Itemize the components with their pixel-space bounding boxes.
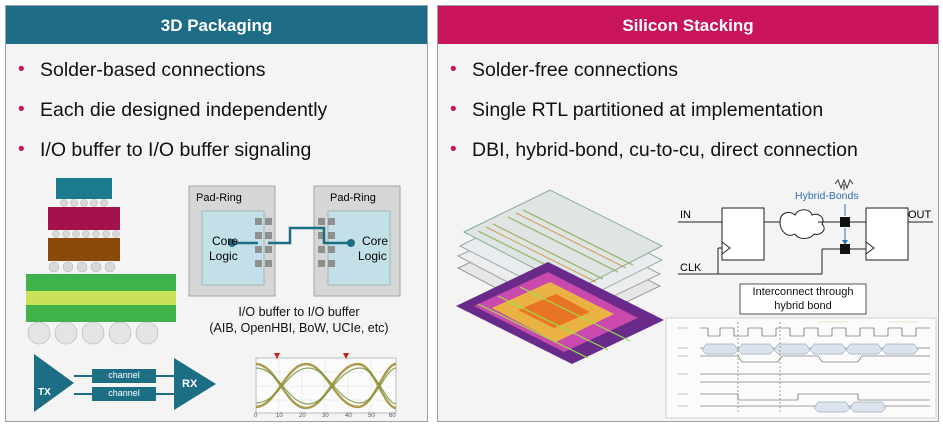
panel-silicon-stacking: Silicon Stacking Solder-free connections… xyxy=(437,5,939,422)
stacking-illustrations xyxy=(456,178,937,419)
hybrid-bond-1 xyxy=(840,217,850,227)
eye-tick-label: 20 xyxy=(299,413,306,419)
rx-label: RX xyxy=(182,378,198,390)
timing-diagram xyxy=(665,317,937,419)
eye-diagram xyxy=(255,353,397,414)
logic-label: Logic xyxy=(358,249,387,263)
interconnect-caption: Interconnect through xyxy=(752,286,854,298)
interconnect-callout-box xyxy=(739,283,867,315)
bottom-die xyxy=(48,238,120,261)
padring-left xyxy=(188,185,276,297)
middle-die xyxy=(48,207,120,230)
bullet-item: DBI, hybrid-bond, cu-to-cu, direct conne… xyxy=(438,136,858,176)
eye-tick-label: 60 xyxy=(389,413,396,419)
channel-label: channel xyxy=(108,388,140,398)
bullet-list: Solder-free connections Single RTL parti… xyxy=(438,56,858,176)
micro-bumps-2 xyxy=(52,230,120,238)
eye-tick-label: 30 xyxy=(322,413,329,419)
panel-title: 3D Packaging xyxy=(6,6,427,44)
tx-rx-diagram xyxy=(34,354,216,412)
bullet-item: Solder-based connections xyxy=(6,56,327,96)
core-label: Core xyxy=(362,234,389,248)
out-label: OUT xyxy=(908,209,932,221)
substrate-band xyxy=(26,291,176,305)
padring-right xyxy=(313,185,401,297)
channel-label: channel xyxy=(108,370,140,380)
stacked-die-illustration xyxy=(456,189,664,364)
eye-tick-label: 0 xyxy=(254,413,258,419)
micro-bumps-1 xyxy=(60,199,108,207)
package-stack-illustration xyxy=(26,178,176,345)
io-connection xyxy=(268,226,351,245)
clk-label: CLK xyxy=(680,262,702,274)
solder-balls xyxy=(27,321,159,345)
bullet-item: Single RTL partitioned at implementation xyxy=(438,96,858,136)
bullet-item: Solder-free connections xyxy=(438,56,858,96)
bullet-item: Each die designed independently xyxy=(6,96,327,136)
interconnect-caption-sub: hybrid bond xyxy=(774,300,832,312)
panel-3d-packaging: 3D Packaging Solder-based connections Ea… xyxy=(5,5,428,422)
top-die xyxy=(56,178,112,199)
bullet-item: I/O buffer to I/O buffer signaling xyxy=(6,136,327,176)
packaging-illustrations xyxy=(26,178,401,414)
bullet-list: Solder-based connections Each die design… xyxy=(6,56,327,176)
flipflop-circuit xyxy=(678,178,933,275)
padring-label: Pad-Ring xyxy=(196,192,242,204)
tx-label: TX xyxy=(38,387,51,398)
eye-tick-label: 50 xyxy=(368,413,375,419)
logic-label: Logic xyxy=(209,249,238,263)
hybrid-bonds-label: Hybrid-Bonds xyxy=(795,190,859,202)
hybrid-bond-2 xyxy=(840,244,850,254)
micro-bumps-3 xyxy=(48,261,116,273)
io-caption: I/O buffer to I/O buffer xyxy=(238,305,360,319)
padring-label: Pad-Ring xyxy=(330,192,376,204)
eye-tick-label: 40 xyxy=(345,413,352,419)
core-label: Core xyxy=(212,234,239,248)
io-caption-protocols: (AIB, OpenHBI, BoW, UCIe, etc) xyxy=(209,321,389,335)
panel-title: Silicon Stacking xyxy=(438,6,938,44)
in-label: IN xyxy=(680,209,691,221)
eye-tick-label: 10 xyxy=(276,413,283,419)
